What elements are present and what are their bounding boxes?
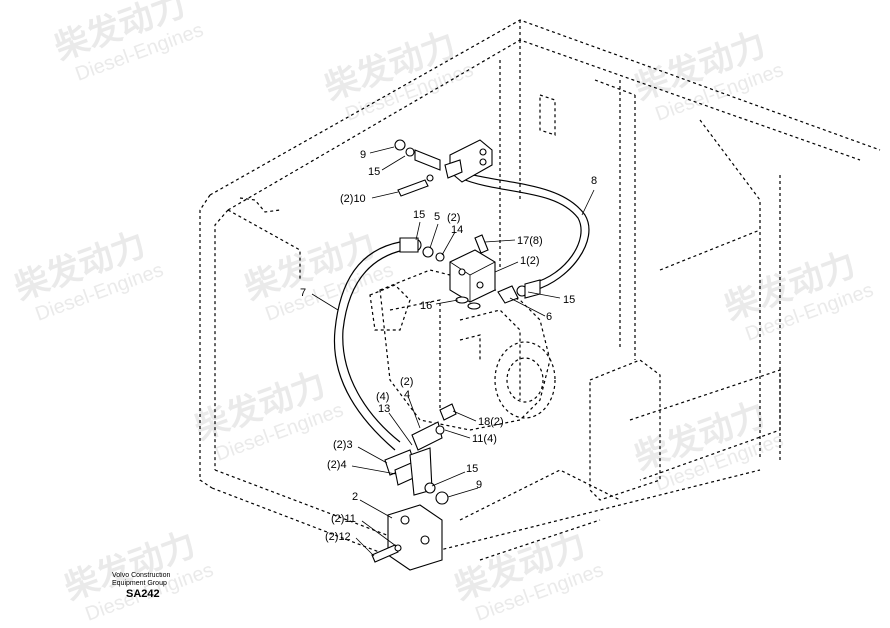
washer-11-low (394, 544, 402, 552)
washer-11 (435, 425, 445, 435)
callout-2-12: (2)12 (325, 531, 351, 543)
valve-block-1 (449, 249, 496, 303)
callout-13-qty: (4) (376, 391, 389, 403)
callout-13: 13 (378, 403, 390, 415)
callout-14-qty: (2) (447, 212, 460, 224)
bolt-10 (397, 179, 429, 197)
credit-manufacturer: Volvo Construction (112, 572, 171, 579)
parts (371, 139, 541, 571)
clamp-4-upper (411, 421, 443, 451)
watermark-tile: 柴发动力 Diesel-Engines (190, 365, 347, 465)
callout-15-low: 15 (466, 463, 478, 475)
callout-9-top: 9 (360, 149, 366, 161)
callout-9-low: 9 (476, 479, 482, 491)
callout-2-3: (2)3 (333, 439, 353, 451)
o-ring-5 (422, 246, 434, 258)
callout-4: 4 (404, 389, 410, 401)
callout-2-11: (2)11 (331, 513, 356, 525)
bolt-18 (439, 403, 457, 421)
machine-frame (199, 19, 881, 561)
callouts: 9 15 (2)10 8 15 5 (2) 14 17(8) 1(2) 7 15… (300, 149, 597, 543)
watermark-tile: 柴发动力 Diesel-Engines (450, 525, 607, 625)
plate-2 (387, 504, 443, 571)
connector-top (414, 149, 441, 171)
callout-15-top: 15 (368, 166, 380, 178)
nut-9-top (394, 139, 406, 151)
callout-15-right: 15 (563, 294, 575, 306)
callout-8: 8 (591, 175, 597, 187)
callout-4-qty: (2) (400, 376, 413, 388)
hose-7-end-fitting (399, 237, 419, 253)
hydraulic-pump (369, 269, 556, 431)
o-ring-15-low (424, 482, 436, 494)
callout-11-4: 11(4) (472, 433, 497, 445)
o-ring-16b (467, 302, 481, 310)
leader-lines (311, 146, 595, 557)
watermark-tile: 柴发动力 Diesel-Engines (320, 25, 477, 125)
callout-7: 7 (300, 287, 306, 299)
elbow-6 (497, 285, 519, 304)
callout-1-2: 1(2) (520, 255, 540, 267)
watermark-tile: 柴发动力 Diesel-Engines (10, 225, 167, 325)
callout-6: 6 (546, 311, 552, 323)
callout-2: 2 (352, 491, 358, 503)
callout-2-4: (2)4 (327, 459, 347, 471)
credit-group: Equipment Group (112, 580, 167, 587)
washer-top (426, 174, 434, 182)
o-ring-15-top (405, 147, 415, 157)
callout-18-2: 18(2) (478, 416, 504, 428)
bolt-12 (371, 544, 399, 563)
bolt-17 (474, 234, 489, 254)
hose-7 (333, 241, 405, 451)
watermark-tile: 柴发动力 Diesel-Engines (630, 25, 787, 125)
watermark-tile: 柴发动力 Diesel-Engines (720, 245, 877, 345)
nut-9-low (435, 491, 449, 505)
callout-17-8: 17(8) (517, 235, 543, 247)
callout-16: 16 (420, 300, 432, 312)
watermark-layer: 柴发动力 Diesel-Engines 柴发动力 Diesel-Engines … (10, 0, 877, 626)
callout-15-mid: 15 (413, 209, 425, 221)
hose-8 (454, 169, 590, 291)
drawing-code: SA242 (126, 588, 160, 600)
callout-5: 5 (434, 211, 440, 223)
callout-14: 14 (451, 224, 463, 236)
watermark-tile: 柴发动力 Diesel-Engines (50, 0, 207, 86)
callout-2-10: (2)10 (340, 193, 366, 205)
